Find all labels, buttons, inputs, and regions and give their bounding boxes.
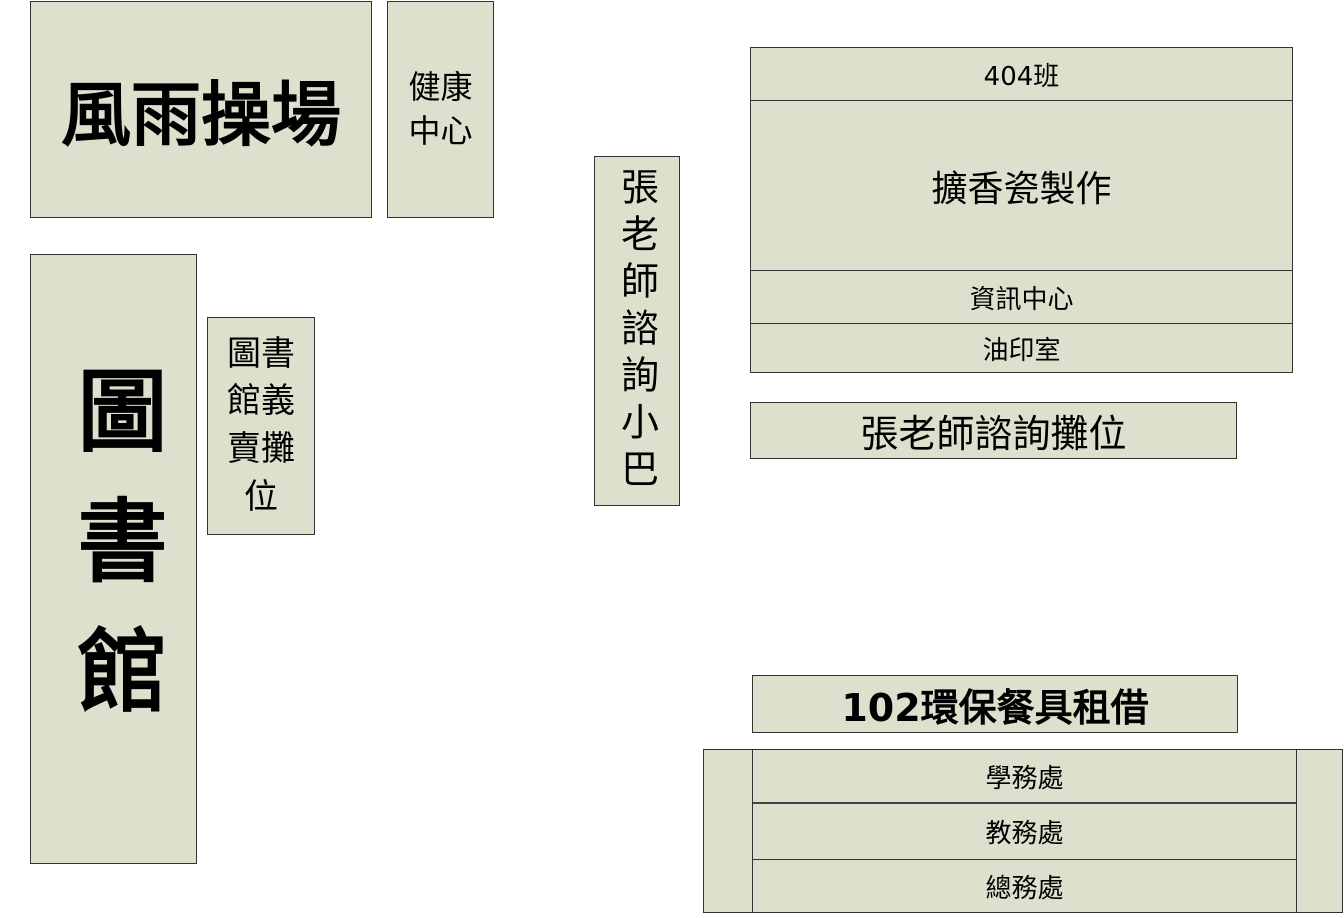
counseling-booth-label: 張老師諮詢攤位: [860, 412, 1127, 456]
room-404: 404班: [751, 48, 1292, 101]
library-charity-booth-label: 圖書館義賣攤位: [227, 333, 295, 517]
room-404-label: 404班: [983, 61, 1060, 92]
offices-building: 學務處 教務處 總務處: [703, 749, 1343, 913]
library-label: 圖書館: [61, 364, 167, 754]
office-student-affairs-label: 學務處: [985, 763, 1064, 794]
counseling-booth: 張老師諮詢攤位: [750, 402, 1237, 459]
room-aroma-ceramics: 擴香瓷製作: [751, 101, 1292, 271]
eco-tableware-label: 102環保餐具租借: [841, 685, 1149, 730]
offices-inner: 學務處 教務處 總務處: [752, 750, 1297, 912]
counseling-bus: 張老師諮詢小巴: [594, 156, 680, 506]
room-info-center-label: 資訊中心: [969, 284, 1074, 315]
office-general-affairs: 總務處: [753, 860, 1296, 912]
room-aroma-ceramics-label: 擴香瓷製作: [931, 168, 1112, 210]
library: 圖書館: [30, 254, 197, 864]
health-center: 健康中心: [387, 1, 494, 218]
office-academic-affairs-label: 教務處: [985, 819, 1064, 849]
rain-playground-label: 風雨操場: [61, 74, 341, 156]
eco-tableware: 102環保餐具租借: [752, 675, 1238, 733]
rain-playground: 風雨操場: [30, 1, 372, 218]
office-student-affairs: 學務處: [753, 750, 1296, 804]
counseling-bus-label: 張老師諮詢小巴: [614, 166, 659, 496]
health-center-label: 健康中心: [408, 68, 473, 150]
room-print-label: 油印室: [982, 336, 1061, 366]
library-charity-booth: 圖書館義賣攤位: [207, 317, 315, 535]
building-east: 404班 擴香瓷製作 資訊中心 油印室: [750, 47, 1293, 373]
room-print: 油印室: [751, 324, 1292, 373]
office-academic-affairs: 教務處: [753, 804, 1296, 860]
office-general-affairs-label: 總務處: [985, 873, 1064, 904]
room-info-center: 資訊中心: [751, 271, 1292, 324]
